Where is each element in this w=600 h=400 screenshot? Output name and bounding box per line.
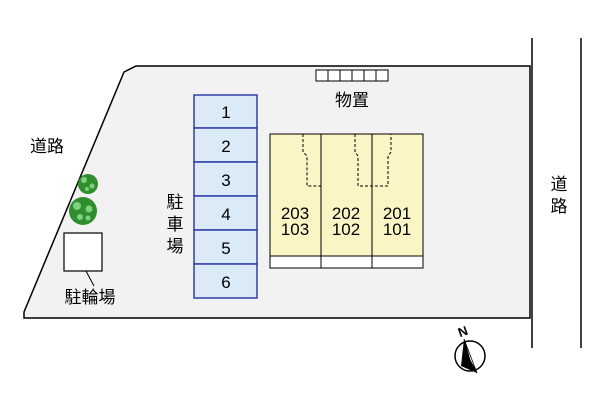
bike-parking-leader <box>85 270 95 287</box>
parking-space-number: 2 <box>221 137 230 156</box>
storage-label: 物置 <box>335 91 369 111</box>
parking-space <box>193 195 258 231</box>
parking-label-char: 駐 <box>167 193 184 213</box>
unit-number: 201 <box>383 204 411 223</box>
parking-space-number: 6 <box>221 273 230 292</box>
tree-icon <box>78 174 98 194</box>
parking-space-number: 1 <box>221 103 230 122</box>
road-label-right-char: 道 <box>551 175 568 195</box>
road-label-left: 道路 <box>30 137 64 157</box>
compass-icon <box>454 338 486 374</box>
unit-number: 203 <box>281 204 309 223</box>
parking-space-number: 4 <box>221 205 230 224</box>
apartment-building <box>269 133 424 269</box>
compass-north-label: N <box>456 323 470 340</box>
parking-space <box>193 229 258 265</box>
parking-spaces <box>193 94 258 299</box>
unit-number: 202 <box>332 204 360 223</box>
parking-space <box>193 127 258 163</box>
parking-space <box>193 263 258 299</box>
unit-number: 102 <box>332 220 360 239</box>
parking-label-char: 場 <box>167 237 184 257</box>
unit-number: 101 <box>383 220 411 239</box>
parking-space-number: 3 <box>221 171 230 190</box>
unit-number: 103 <box>281 220 309 239</box>
bike-parking-area <box>63 232 103 272</box>
parking-space-number: 5 <box>221 239 230 258</box>
parking-label-char: 車 <box>167 215 184 235</box>
tree-icon <box>69 197 97 225</box>
storage-shed <box>315 69 389 82</box>
road-label-right-char: 路 <box>551 197 568 217</box>
bike-parking-label: 駐輪場 <box>65 288 116 308</box>
parking-space <box>193 94 258 129</box>
